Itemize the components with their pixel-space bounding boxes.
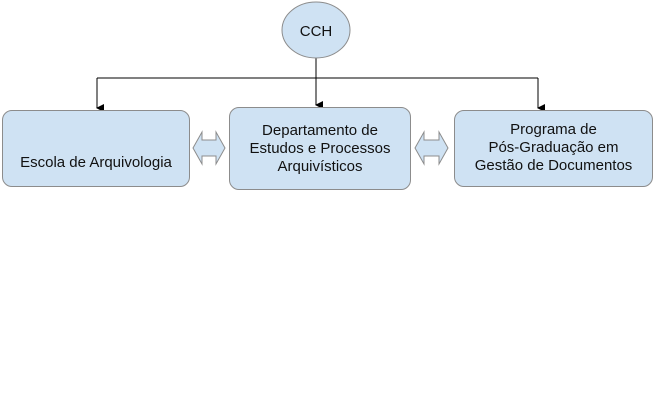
node-label-line: Departamento de (262, 121, 378, 139)
double-arrow-left (192, 130, 226, 166)
root-node (281, 1, 351, 59)
node-label-line: Arquivísticos (277, 157, 363, 175)
node-label-line: Estudos e Processos (249, 139, 391, 157)
node-departamento: Departamento de Estudos e Processos Arqu… (229, 107, 411, 190)
double-arrow-right (414, 130, 449, 166)
node-label-line: Programa de (510, 121, 597, 138)
node-label: Escola de Arquivologia (20, 153, 172, 171)
node-label-line: Gestão de Documentos (474, 157, 633, 174)
node-escola: Escola de Arquivologia (2, 110, 190, 187)
node-label-line: Pós-Graduação em (488, 139, 619, 156)
root-label: CCH (300, 23, 333, 40)
node-programa: Programa de Pós-Graduação em Gestão de D… (454, 110, 653, 187)
